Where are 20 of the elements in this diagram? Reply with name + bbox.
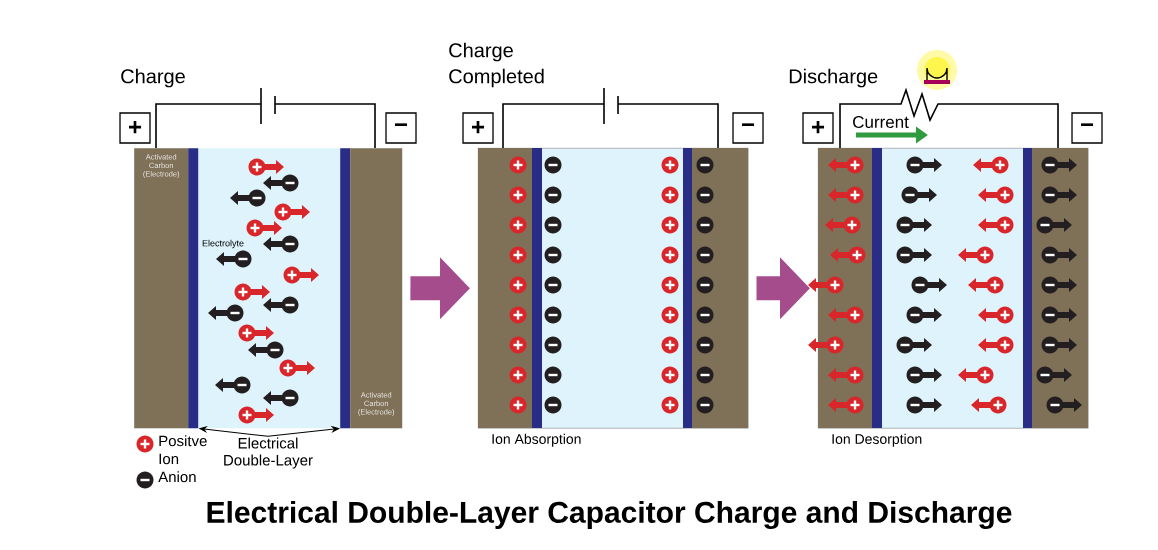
double-layer-bar [340, 148, 351, 429]
heading: Discharge [789, 68, 878, 88]
legend-text: Anion [158, 471, 196, 483]
terminal-box: − [732, 112, 764, 144]
terminal-box: + [462, 112, 494, 144]
node-label: Ion Absorption [492, 433, 581, 447]
arrow [267, 425, 340, 437]
terminal-box: + [119, 112, 151, 144]
heading: Charge Completed [449, 42, 544, 88]
double-layer-bar [188, 148, 199, 429]
capacitor-cell [478, 148, 749, 429]
title: Electrical Double-Layer Capacitor Charge and Discharge [207, 500, 1012, 530]
terminal-box: + [802, 112, 834, 144]
heading: Charge [121, 68, 185, 88]
node-label: Ion Desorption [832, 433, 922, 447]
heading: Current [853, 116, 909, 129]
terminal-box: − [385, 112, 417, 144]
callout-text: Electrical Double-Layer [224, 437, 313, 469]
terminal-box: − [1071, 112, 1103, 144]
legend-text: Positve Ion [159, 435, 207, 465]
